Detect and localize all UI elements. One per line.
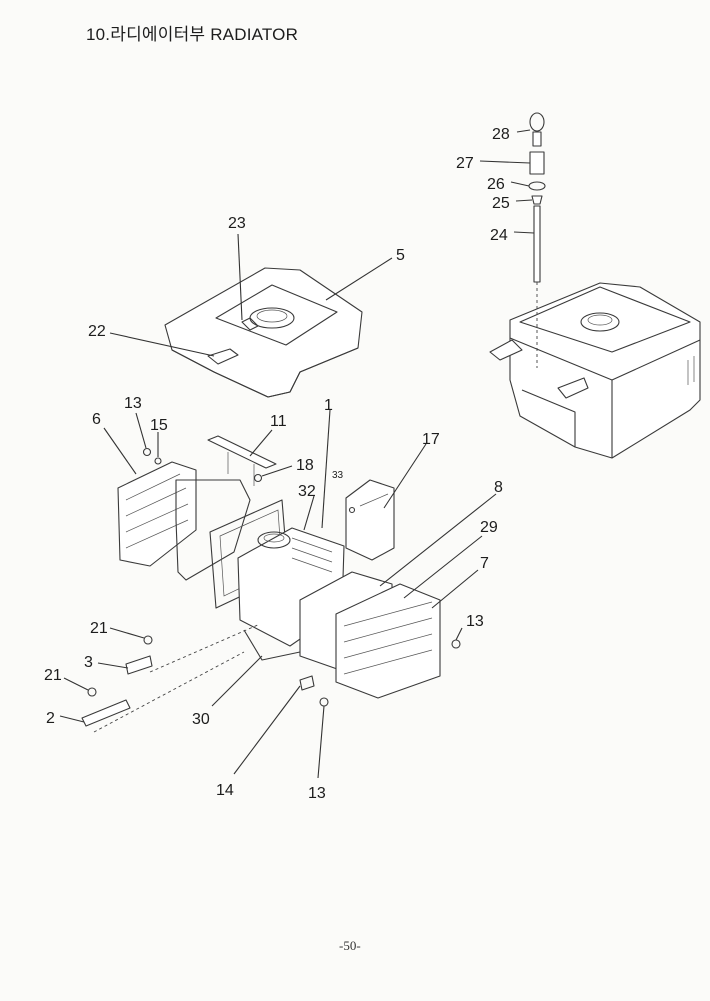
callout-18: 18 — [296, 457, 314, 474]
callout-33: 33 — [332, 470, 344, 481]
callout-22: 22 — [88, 323, 106, 340]
callout-1: 1 — [324, 397, 333, 414]
callout-32: 32 — [298, 483, 316, 500]
callout-17: 17 — [422, 431, 440, 448]
side-cover-part — [345, 479, 395, 561]
callout-24: 24 — [490, 227, 508, 244]
top-cover-part — [164, 267, 363, 398]
callout-13-bottom: 13 — [308, 785, 326, 802]
mounting-brackets-part — [81, 623, 329, 733]
callout-21-lower: 21 — [44, 667, 62, 684]
callout-3: 3 — [84, 654, 93, 671]
radiator-tank-part — [489, 282, 701, 459]
callout-29: 29 — [480, 519, 498, 536]
front-shroud-part — [299, 571, 461, 699]
callout-27: 27 — [456, 155, 474, 172]
callout-13-upper-left: 13 — [124, 395, 142, 412]
callout-28: 28 — [492, 126, 510, 143]
callout-25: 25 — [492, 195, 510, 212]
page-number: -50- — [339, 938, 361, 953]
callout-23: 23 — [228, 215, 246, 232]
callout-26: 26 — [487, 176, 505, 193]
callout-6: 6 — [92, 411, 101, 428]
callout-14: 14 — [216, 782, 234, 799]
callout-13-right: 13 — [466, 613, 484, 630]
page-title: 10.라디에이터부 RADIATOR — [86, 25, 299, 44]
leader-lines — [59, 129, 535, 779]
bracket-part — [207, 435, 277, 486]
callout-8: 8 — [494, 479, 503, 496]
callout-21-upper: 21 — [90, 620, 108, 637]
callout-labels: 28 27 26 25 24 23 5 22 13 15 6 11 1 17 1… — [44, 126, 510, 802]
callout-2: 2 — [46, 710, 55, 727]
callout-7: 7 — [480, 555, 489, 572]
left-grille-part — [117, 447, 251, 581]
callout-15: 15 — [150, 417, 168, 434]
callout-30: 30 — [192, 711, 210, 728]
callout-11: 11 — [270, 413, 287, 430]
callout-5: 5 — [396, 247, 405, 264]
